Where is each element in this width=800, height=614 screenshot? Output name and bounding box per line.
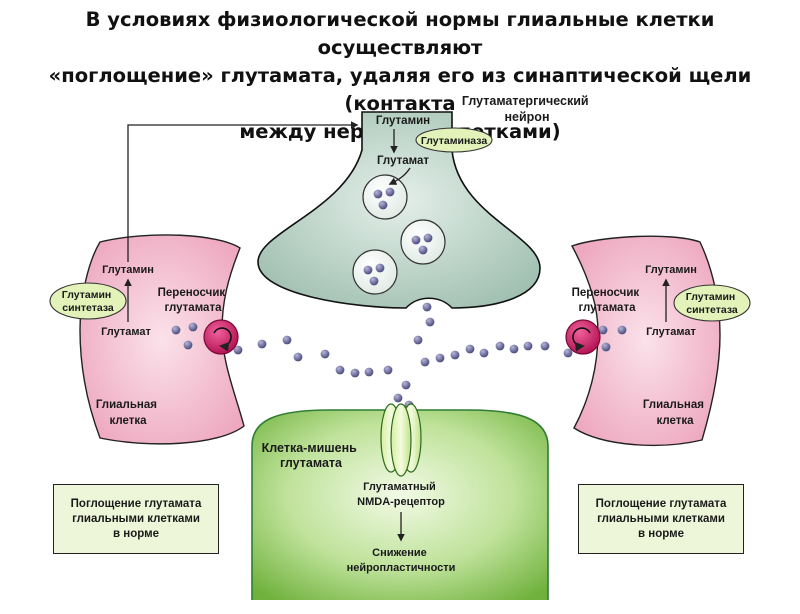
uptake-note-right-line-2: глиальными клетками: [597, 512, 725, 525]
glutamate-molecule: [364, 367, 374, 377]
glutamate-molecule: [385, 187, 395, 197]
glutamate-molecule: [363, 265, 373, 275]
glial-cell-left: [79, 234, 245, 445]
glutamate-molecule: [183, 340, 193, 350]
glutamate-molecule: [495, 341, 505, 351]
synthetase-oval-right: [673, 284, 751, 322]
glutaminase-oval: [415, 127, 493, 153]
nmda-receptor-label: Глутаматный NMDA-рецептор: [357, 481, 445, 508]
transporter-left-label: Переносчик глутамата: [158, 287, 229, 314]
glutamate-molecule: [282, 335, 292, 345]
glutamate-molecule: [350, 368, 360, 378]
glia-left-glutamine-label: Глутамин: [102, 264, 154, 276]
neuron-label: Глутаматергический нейрон: [462, 94, 592, 124]
synthetase-oval-left: [49, 282, 127, 320]
neuron-vesicle-arrow: [388, 167, 411, 185]
glutamate-molecule: [413, 335, 423, 345]
target-cell-label: Клетка-мишень глутамата: [262, 441, 361, 470]
neuroplasticity-label: Снижение нейропластичности: [347, 547, 456, 574]
glutamate-molecule: [450, 350, 460, 360]
synaptic-vesicles: [352, 174, 446, 295]
uptake-note-left: Поглощение глутамата глиальными клетками…: [53, 484, 219, 554]
glutamate-molecule: [563, 348, 573, 358]
glutamate-molecule: [425, 317, 435, 327]
glutamate-molecule: [422, 302, 432, 312]
glutamate-molecule: [375, 263, 385, 273]
glutamate-molecule: [383, 365, 393, 375]
glutamate-molecule: [257, 339, 267, 349]
pathway-arrows: [124, 121, 670, 542]
uptake-note-left-line-2: глиальными клетками: [72, 512, 200, 525]
glutamate-molecule: [479, 348, 489, 358]
nmda-receptor: [380, 403, 422, 477]
vesicle: [352, 249, 398, 295]
glia-right-cell-label: Глиальная клетка: [643, 399, 707, 427]
uptake-note-right-line-1: Поглощение глутамата: [595, 497, 727, 510]
glutamate-molecule: [540, 341, 550, 351]
glia-right-glutamate-label: Глутамат: [646, 326, 696, 338]
synthetase-right-label: Глутамин синтетаза: [686, 291, 738, 316]
uptake-note-left-line-3: в норме: [112, 527, 159, 540]
glutaminase-label: Глутаминаза: [421, 135, 488, 147]
glutamate-molecule: [418, 245, 428, 255]
glutamate-molecule: [509, 344, 519, 354]
vesicle: [400, 219, 446, 265]
glutamate-molecule: [523, 341, 533, 351]
glia-left-cell-label: Глиальная клетка: [96, 399, 160, 427]
glutamate-molecule: [598, 325, 608, 335]
glutamate-molecule: [423, 233, 433, 243]
transporter-right-label: Переносчик глутамата: [572, 287, 643, 314]
glutamate-transporter-left: [203, 319, 239, 355]
glutamate-molecule: [617, 325, 627, 335]
diagram-title: В условиях физиологической нормы глиальн…: [20, 6, 780, 146]
glutamate-molecule: [378, 200, 388, 210]
glutamate-molecule: [293, 352, 303, 362]
glutamate-molecule: [369, 276, 379, 286]
neuron-glutamate-label: Глутамат: [377, 155, 429, 167]
synthetase-left-label: Глутамин синтетаза: [62, 289, 114, 314]
glutamate-molecule: [420, 357, 430, 367]
glutamate-molecule: [393, 393, 403, 403]
glutamate-molecule: [320, 349, 330, 359]
glia-right-glutamine-label: Глутамин: [645, 264, 697, 276]
uptake-note-right: Поглощение глутамата глиальными клетками…: [578, 484, 744, 554]
glutamate-molecule: [373, 189, 383, 199]
glutamate-transporter-right: [565, 319, 601, 355]
vesicle: [362, 174, 408, 220]
glutamate-molecule: [171, 325, 181, 335]
glutamate-molecule: [401, 380, 411, 390]
glutamate-molecule: [233, 345, 243, 355]
title-line-1: В условиях физиологической нормы глиальн…: [85, 8, 715, 59]
glutamate-molecule: [435, 353, 445, 363]
glutamate-molecule: [188, 322, 198, 332]
uptake-note-left-line-1: Поглощение глутамата: [70, 497, 202, 510]
glutamate-molecule: [465, 344, 475, 354]
uptake-note-right-line-3: в норме: [637, 527, 684, 540]
glutamine-return-arrow: [127, 121, 359, 262]
glutamate-molecule: [601, 342, 611, 352]
title-line-2: «поглощение» глутамата, удаляя его из си…: [48, 64, 752, 115]
glutamate-molecule: [335, 365, 345, 375]
glutamate-molecule: [411, 235, 421, 245]
glia-left-glutamate-label: Глутамат: [101, 326, 151, 338]
neuron-glutamine-label: Глутамин: [376, 115, 430, 127]
